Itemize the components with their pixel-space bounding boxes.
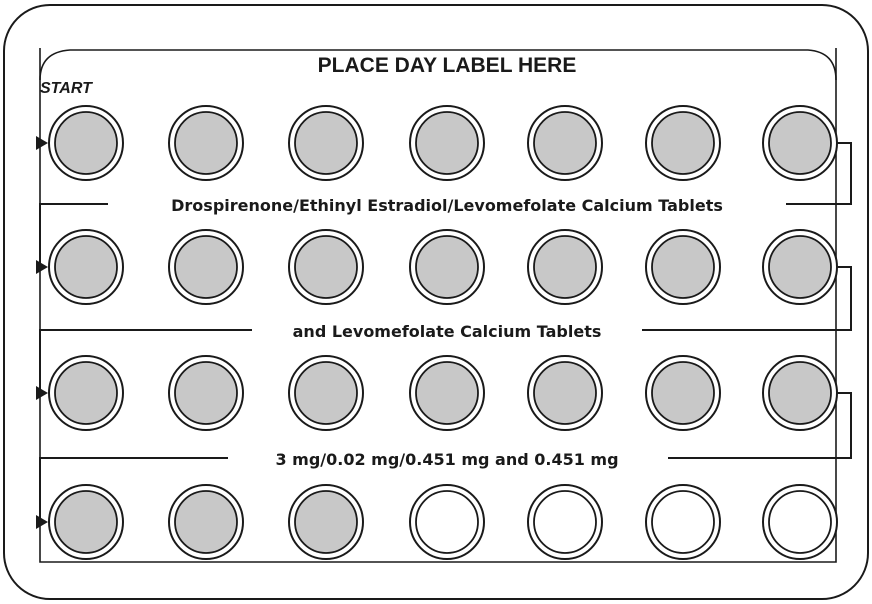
tablet-active [768,361,832,425]
tablet-empty [768,490,832,554]
caption-line-1: Drospirenone/Ethinyl Estradiol/Levomefol… [171,196,723,215]
tablet-grid [48,105,838,560]
tablet-active [768,111,832,175]
row-arrow-3 [36,386,48,400]
row-connector-path [39,142,852,522]
tablet-active [174,111,238,175]
card-inner-frame [39,48,837,563]
day-label-text: PLACE DAY LABEL HERE [318,54,577,77]
tablet-empty [651,490,715,554]
tablet-active [651,361,715,425]
tablet-active [54,361,118,425]
tablet-active [54,490,118,554]
caption-bg-1 [108,192,786,216]
tablet-active [533,235,597,299]
caption-line-2: and Levomefolate Calcium Tablets [293,322,602,341]
tablet-active [533,361,597,425]
tablet-active [415,235,479,299]
row-arrow-2 [36,260,48,274]
row-arrow-4 [36,515,48,529]
tablet-active [651,235,715,299]
tablet-active [294,111,358,175]
tablet-active [768,235,832,299]
tablet-active [294,361,358,425]
tablet-active [415,111,479,175]
tablet-active [54,111,118,175]
start-label: START [40,80,93,97]
tablet-empty [533,490,597,554]
tablet-active [294,490,358,554]
tablet-active [294,235,358,299]
tablet-active [651,111,715,175]
tablet-active [174,235,238,299]
tablet-active [174,361,238,425]
tablet-active [54,235,118,299]
day-label-area [39,49,837,81]
tablet-active [415,361,479,425]
row-arrow-1 [36,136,48,150]
tablet-active [174,490,238,554]
caption-bg-3 [228,446,668,470]
tablet-active [533,111,597,175]
caption-line-3: 3 mg/0.02 mg/0.451 mg and 0.451 mg [275,450,618,469]
caption-bg-2 [252,318,642,342]
tablet-empty [415,490,479,554]
